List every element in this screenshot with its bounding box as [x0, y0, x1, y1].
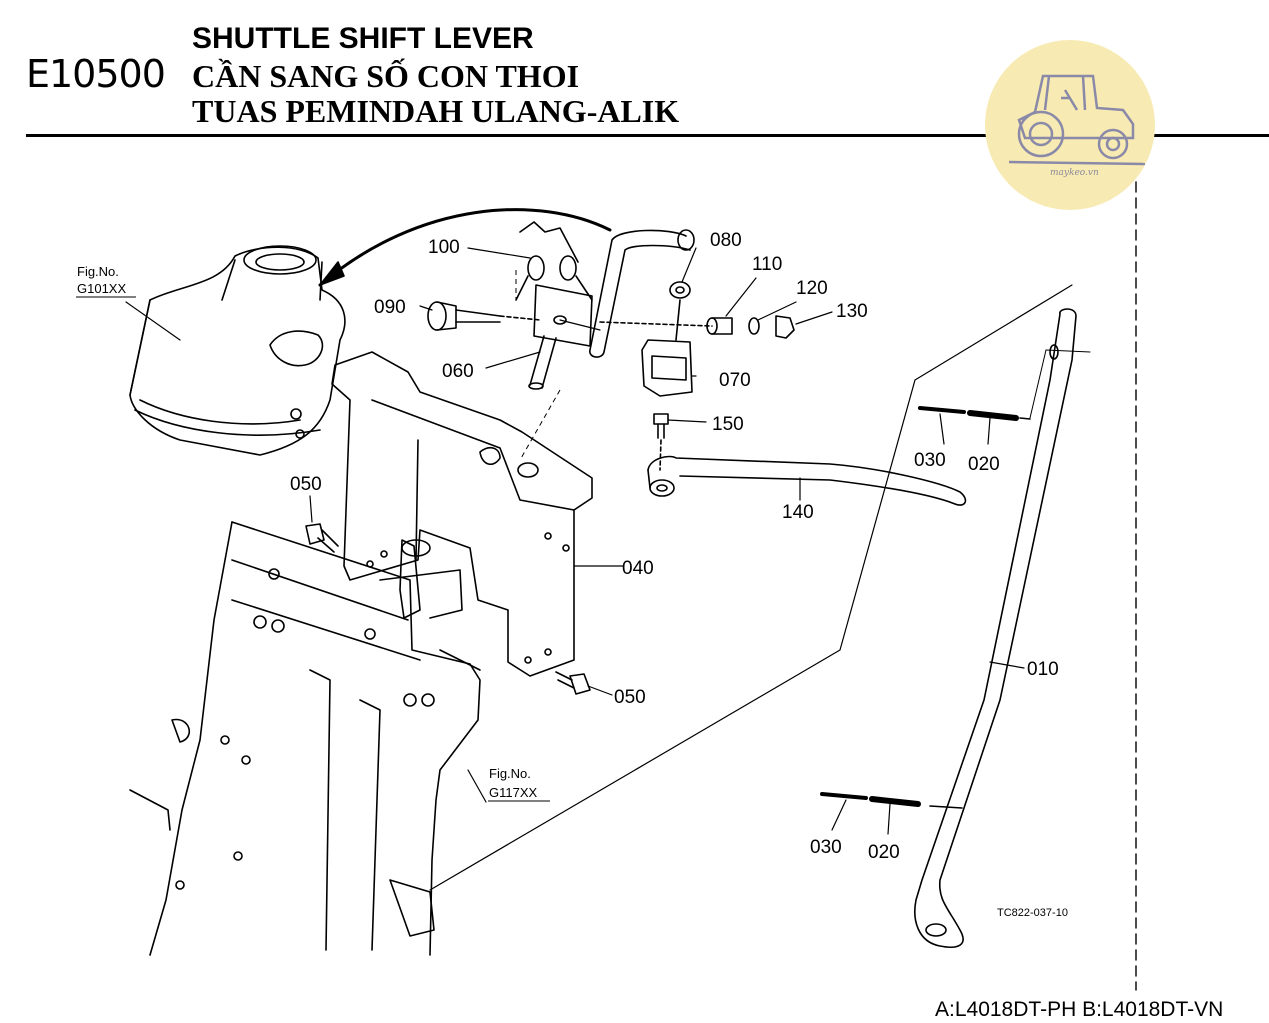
part-label-030-lower: 030	[810, 837, 842, 858]
fig-ref-value-g117: G117XX	[489, 785, 538, 800]
shift-lever-rod	[589, 229, 691, 358]
bolt-150	[653, 413, 669, 471]
part-label-020-upper: 020	[968, 454, 1000, 475]
part-label-090: 090	[374, 297, 406, 318]
assembly-boundary	[429, 284, 1073, 891]
shift-rod-140	[647, 455, 967, 506]
fig-ref-label-g101: Fig.No.	[77, 264, 119, 279]
pins-upper	[918, 406, 1031, 421]
part-label-020-lower: 020	[868, 842, 900, 863]
watermark-logo	[985, 40, 1155, 210]
bracket-040	[331, 351, 593, 677]
fig-ref-label-g117: Fig.No.	[489, 766, 531, 781]
nut-130	[775, 315, 795, 339]
steering-column-frame	[129, 521, 481, 956]
header-rule	[26, 134, 1269, 137]
logo-caption: maykeo.vn	[1050, 168, 1099, 178]
title-english: SHUTTLE SHIFT LEVER	[192, 22, 534, 55]
model-applicability: A:L4018DT-PH B:L4018DT-VN	[935, 998, 1224, 1021]
shift-guide-070	[641, 299, 693, 397]
part-label-150: 150	[712, 414, 744, 435]
part-label-130: 130	[836, 301, 868, 322]
part-label-010: 010	[1027, 659, 1059, 680]
bolt-050-lower	[555, 671, 591, 695]
section-code: E10500	[26, 52, 166, 96]
bolt-090	[427, 301, 541, 331]
washer-120	[748, 317, 760, 335]
shift-boot-housing	[129, 245, 346, 456]
drawing-reference: TC822-037-10	[997, 907, 1068, 919]
part-label-080: 080	[710, 230, 742, 251]
bolt-050-upper	[305, 523, 339, 553]
pins-lower	[820, 792, 921, 807]
part-label-040: 040	[622, 558, 654, 579]
tractor-icon	[1008, 74, 1146, 166]
part-label-110: 110	[752, 254, 782, 275]
part-label-030-upper: 030	[914, 450, 946, 471]
part-label-060: 060	[442, 361, 474, 382]
main-lever-010	[914, 308, 1091, 948]
projection-lines	[515, 270, 561, 461]
title-vietnamese: CẦN SANG SỐ CON THOI	[192, 58, 580, 94]
leader-lines	[125, 247, 1025, 835]
part-label-050-lower: 050	[614, 687, 646, 708]
arrow-head	[319, 261, 345, 286]
lever-knob	[677, 229, 695, 251]
part-label-140: 140	[782, 502, 814, 523]
pivot-bracket-060	[528, 284, 593, 390]
direction-arrow	[318, 208, 612, 287]
part-label-070: 070	[719, 370, 751, 391]
part-label-120: 120	[796, 278, 828, 299]
part-label-100: 100	[428, 237, 460, 258]
fig-ref-value-g101: G101XX	[77, 281, 126, 296]
part-label-050-upper: 050	[290, 474, 322, 495]
bushing-110	[706, 317, 733, 335]
title-malay: TUAS PEMINDAH ULANG-ALIK	[192, 93, 680, 129]
washer-080	[669, 281, 691, 299]
